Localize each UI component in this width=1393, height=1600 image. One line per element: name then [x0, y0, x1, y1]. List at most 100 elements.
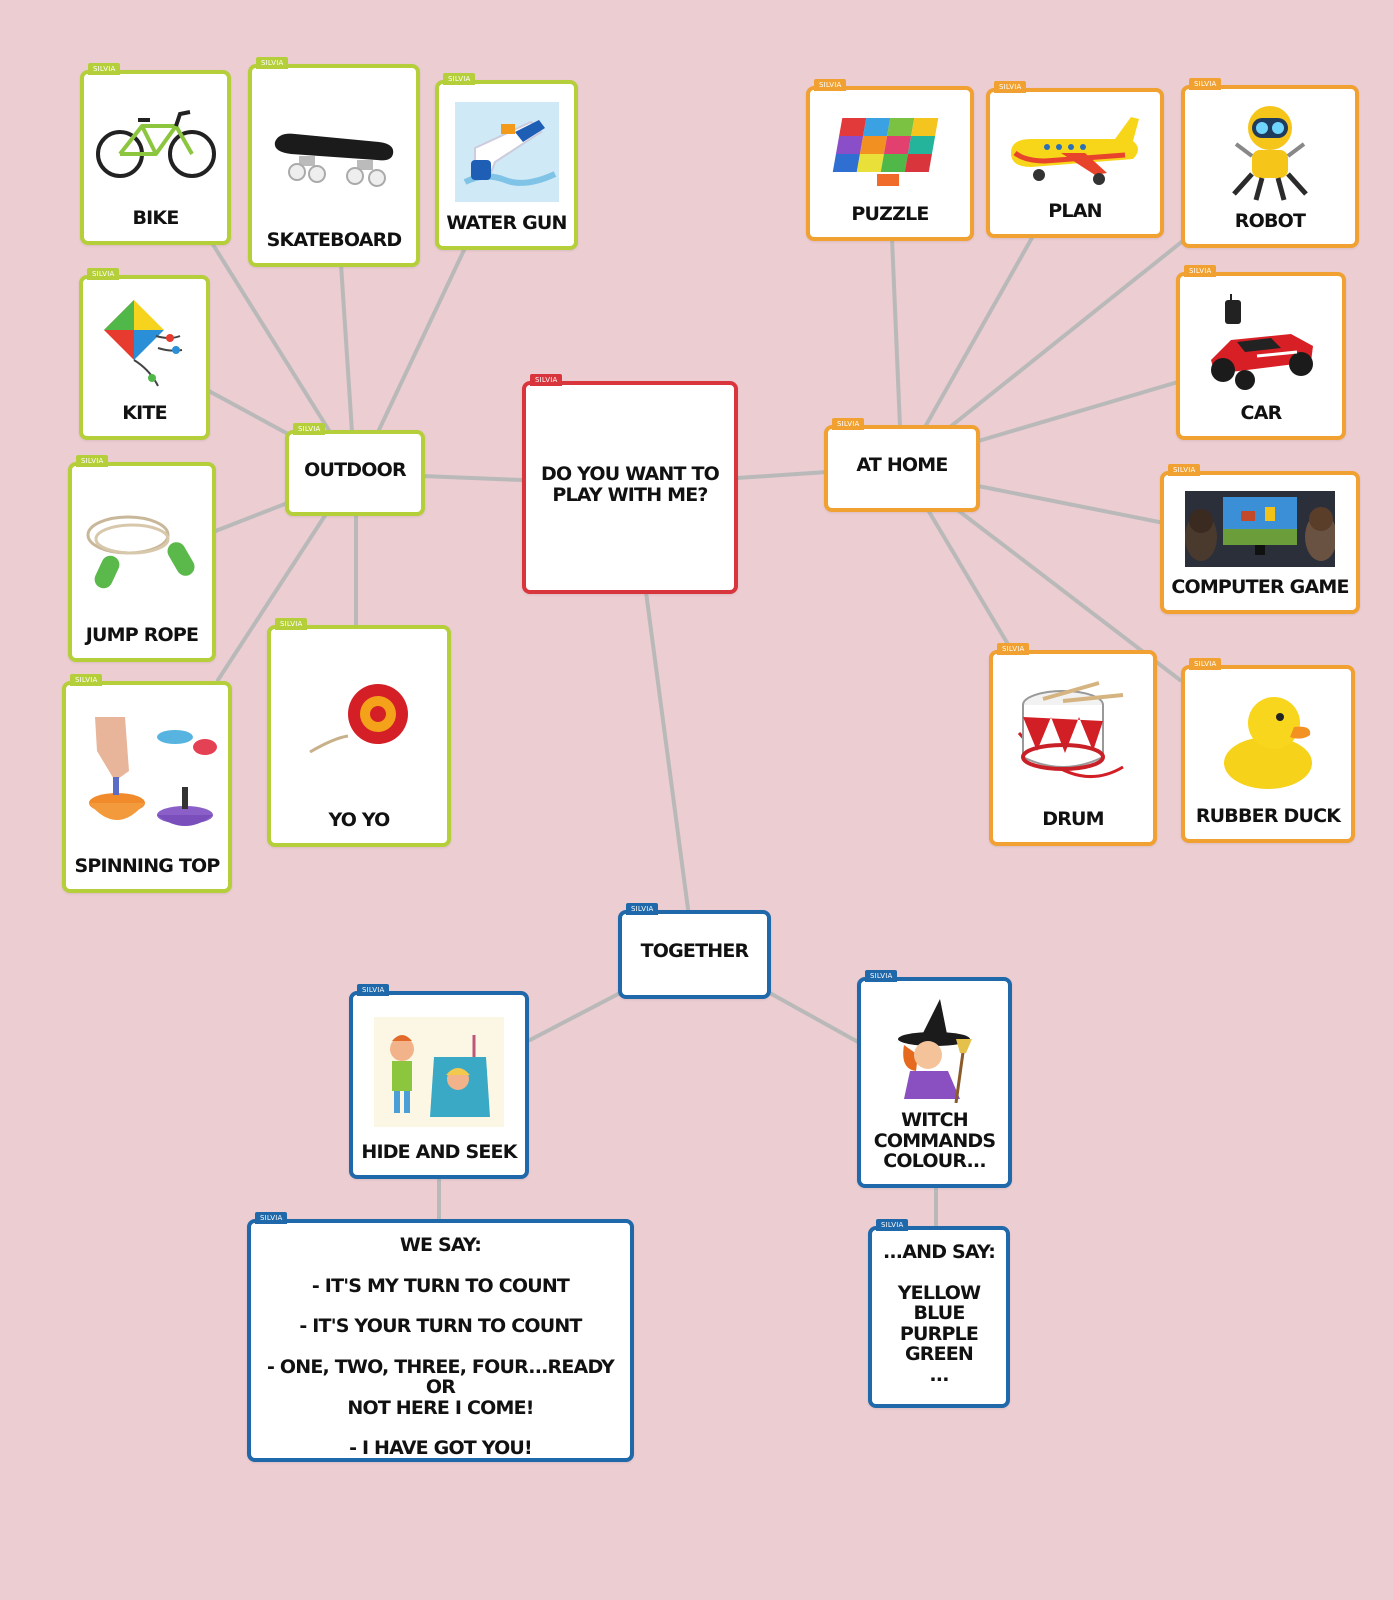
card-computer-game[interactable]: SILVIA COMPUTER GAME — [1160, 464, 1360, 614]
author-tag: SILVIA — [1189, 78, 1222, 90]
author-tag: SILVIA — [76, 455, 109, 467]
airplane-icon — [1011, 116, 1139, 185]
root-label: DO YOU WANT TO PLAY WITH ME? — [540, 462, 720, 506]
card-jump-rope[interactable]: SILVIA JUMP ROPE — [68, 455, 216, 662]
bike-icon — [95, 110, 216, 179]
author-tag: SILVIA — [832, 418, 865, 430]
author-tag: SILVIA — [1189, 658, 1222, 670]
together-node[interactable]: SILVIA TOGETHER — [618, 903, 771, 999]
connector-outdoor-spinning-top — [216, 512, 328, 682]
author-tag: SILVIA — [255, 1212, 288, 1224]
puzzle-icon — [832, 118, 939, 187]
outdoor-label: OUTDOOR — [304, 458, 406, 481]
connector-outdoor-jump-rope — [211, 500, 292, 534]
author-tag: SILVIA — [357, 984, 390, 996]
together-label: TOGETHER — [640, 940, 750, 963]
author-tag: SILVIA — [88, 63, 121, 75]
connector-root-at-home — [735, 470, 829, 480]
author-tag: SILVIA — [443, 73, 476, 85]
card-we-say[interactable]: SILVIA WE SAY: - IT'S MY TURN TO COUNT -… — [247, 1212, 634, 1462]
water-gun-icon — [454, 101, 559, 202]
kite-icon — [103, 300, 182, 387]
computer-game-icon — [1185, 491, 1335, 568]
author-tag: SILVIA — [293, 423, 326, 435]
author-tag: SILVIA — [876, 1219, 909, 1231]
card-spinning-top[interactable]: SILVIA SPINNING TOP — [62, 674, 232, 893]
we-say-line: - I HAVE GOT YOU! — [349, 1437, 533, 1460]
author-tag: SILVIA — [256, 57, 289, 69]
spinning-top-label: SPINNING TOP — [74, 855, 220, 878]
author-tag: SILVIA — [1168, 464, 1201, 476]
card-and-say[interactable]: SILVIA ...AND SAY: YELLOW BLUE PURPLE GR… — [868, 1219, 1010, 1408]
hide-and-seek-icon — [374, 1016, 504, 1127]
connector-athome-plan — [923, 234, 1035, 429]
bike-label: BIKE — [132, 207, 179, 230]
connector-root-outdoor — [420, 474, 524, 482]
rubber-duck-label: RUBBER DUCK — [1195, 805, 1341, 828]
author-tag: SILVIA — [1184, 265, 1217, 277]
card-witch[interactable]: SILVIA WITCH COMMANDS COLOUR... — [857, 970, 1012, 1188]
plan-label: PLAN — [1048, 200, 1102, 223]
connector-athome-computer — [976, 484, 1166, 525]
card-car[interactable]: SILVIA CAR — [1176, 265, 1346, 440]
card-bike[interactable]: SILVIA BIKE — [80, 63, 231, 245]
author-tag: SILVIA — [87, 268, 120, 280]
connector-root-together — [644, 590, 690, 911]
jump-rope-label: JUMP ROPE — [85, 624, 199, 647]
card-robot[interactable]: SILVIA ROBOT — [1181, 78, 1359, 248]
drum-icon — [1017, 680, 1124, 778]
we-say-line: - ONE, TWO, THREE, FOUR...READY OR NOT H… — [267, 1355, 615, 1419]
author-tag: SILVIA — [70, 674, 103, 686]
skateboard-label: SKATEBOARD — [266, 229, 403, 252]
author-tag: SILVIA — [626, 903, 659, 915]
drum-label: DRUM — [1042, 808, 1104, 831]
card-rubber-duck[interactable]: SILVIA RUBBER DUCK — [1181, 658, 1355, 843]
robot-icon — [1232, 106, 1308, 201]
at-home-node[interactable]: SILVIA AT HOME — [824, 418, 980, 512]
computer-game-label: COMPUTER GAME — [1171, 576, 1349, 599]
hide-and-seek-label: HIDE AND SEEK — [361, 1141, 517, 1164]
and-say-colours: YELLOW BLUE PURPLE GREEN ... — [897, 1281, 981, 1386]
connector-outdoor-kite — [205, 388, 292, 437]
author-tag: SILVIA — [530, 374, 563, 386]
robot-label: ROBOT — [1234, 210, 1306, 233]
rc-car-icon — [1211, 293, 1313, 390]
card-drum[interactable]: SILVIA DRUM — [989, 643, 1157, 846]
yo-yo-icon — [309, 683, 408, 754]
author-tag: SILVIA — [814, 79, 847, 91]
author-tag: SILVIA — [275, 618, 308, 630]
author-tag: SILVIA — [997, 643, 1030, 655]
puzzle-label: PUZZLE — [851, 203, 929, 226]
connector-athome-car — [973, 380, 1180, 444]
water-gun-label: WATER GUN — [446, 212, 567, 235]
connector-together-hide — [528, 990, 624, 1042]
spinning-top-icon — [89, 716, 217, 826]
card-hide-and-seek[interactable]: SILVIA HIDE AND SEEK — [349, 984, 529, 1179]
outdoor-node[interactable]: SILVIA OUTDOOR — [285, 423, 425, 516]
connector-athome-robot — [948, 238, 1186, 429]
connector-athome-puzzle — [890, 236, 902, 429]
jump-rope-icon — [86, 515, 195, 588]
connector-outdoor-bike — [210, 241, 332, 434]
connector-outdoor-skateboard — [339, 262, 354, 434]
we-say-line: - IT'S YOUR TURN TO COUNT — [299, 1315, 582, 1338]
yo-yo-label: YO YO — [328, 809, 390, 832]
at-home-label: AT HOME — [856, 454, 948, 477]
we-say-heading: WE SAY: — [399, 1234, 482, 1256]
kite-label: KITE — [122, 402, 167, 425]
we-say-line: - IT'S MY TURN TO COUNT — [311, 1274, 570, 1297]
card-kite[interactable]: SILVIA KITE — [79, 268, 210, 440]
witch-icon — [897, 998, 972, 1103]
witch-label: WITCH COMMANDS COLOUR... — [873, 1109, 996, 1173]
card-plan[interactable]: SILVIA PLAN — [986, 81, 1164, 238]
root-node[interactable]: SILVIA DO YOU WANT TO PLAY WITH ME? — [522, 374, 738, 594]
car-label: CAR — [1240, 402, 1283, 425]
and-say-heading: ...AND SAY: — [882, 1241, 996, 1263]
card-puzzle[interactable]: SILVIA PUZZLE — [806, 79, 974, 241]
card-yo-yo[interactable]: SILVIA YO YO — [267, 618, 451, 847]
card-skateboard[interactable]: SILVIA SKATEBOARD — [248, 57, 420, 267]
rubber-duck-icon — [1224, 696, 1312, 789]
skateboard-icon — [274, 133, 394, 188]
card-water-gun[interactable]: SILVIA WATER GUN — [435, 73, 578, 250]
